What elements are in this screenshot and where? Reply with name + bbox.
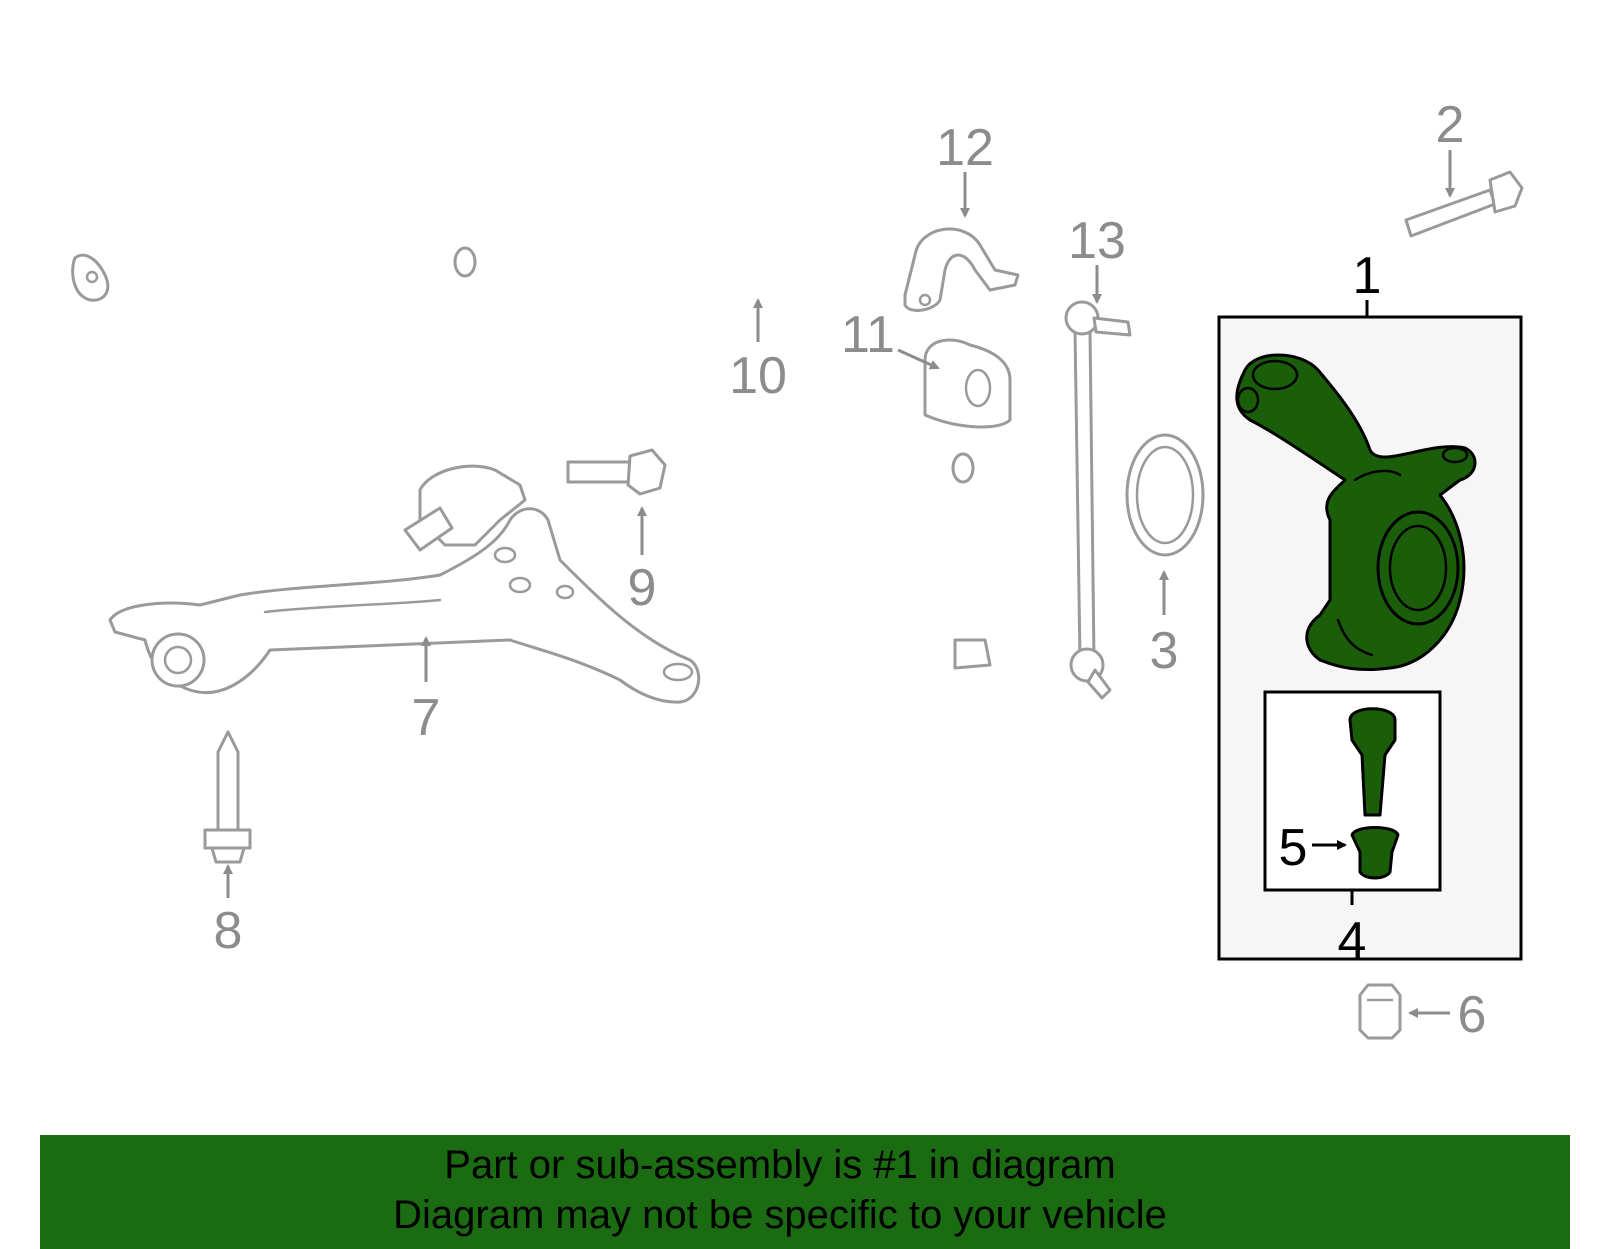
bolt-8 [203, 730, 252, 864]
callout-4: 4 [1338, 912, 1367, 970]
stabilizer-bar [67, 229, 1040, 674]
callout-8: 8 [214, 902, 243, 960]
callout-1: 1 [1353, 247, 1382, 305]
callout-7: 7 [412, 689, 441, 747]
steering-knuckle [1235, 353, 1477, 672]
callout-12: 12 [936, 119, 994, 177]
lower-control-arm [108, 464, 701, 704]
callout-13: 13 [1068, 212, 1126, 270]
bolt-9 [566, 448, 667, 496]
stabilizer-bushing [923, 338, 1012, 429]
callout-labels: 1 2 3 4 5 6 7 8 9 10 11 12 13 [214, 96, 1487, 1044]
banner-line-1: Part or sub-assembly is #1 in diagram [444, 1143, 1116, 1187]
callout-2: 2 [1436, 96, 1465, 154]
dust-seal [1125, 433, 1205, 557]
bolt-2 [1404, 170, 1524, 238]
callout-9: 9 [628, 559, 657, 617]
stabilizer-link [1064, 300, 1132, 700]
callout-10: 10 [729, 347, 787, 405]
callout-6: 6 [1458, 986, 1487, 1044]
callout-11: 11 [841, 306, 895, 364]
notice-banner: Part or sub-assembly is #1 in diagram Di… [40, 1135, 1570, 1249]
nut-6 [1358, 983, 1402, 1040]
stabilizer-bracket [903, 227, 1020, 312]
ball-joint [1348, 707, 1400, 880]
leader-lines [223, 150, 1455, 1018]
callout-3: 3 [1150, 622, 1179, 680]
callout-5: 5 [1279, 819, 1308, 877]
banner-line-2: Diagram may not be specific to your vehi… [393, 1193, 1167, 1237]
